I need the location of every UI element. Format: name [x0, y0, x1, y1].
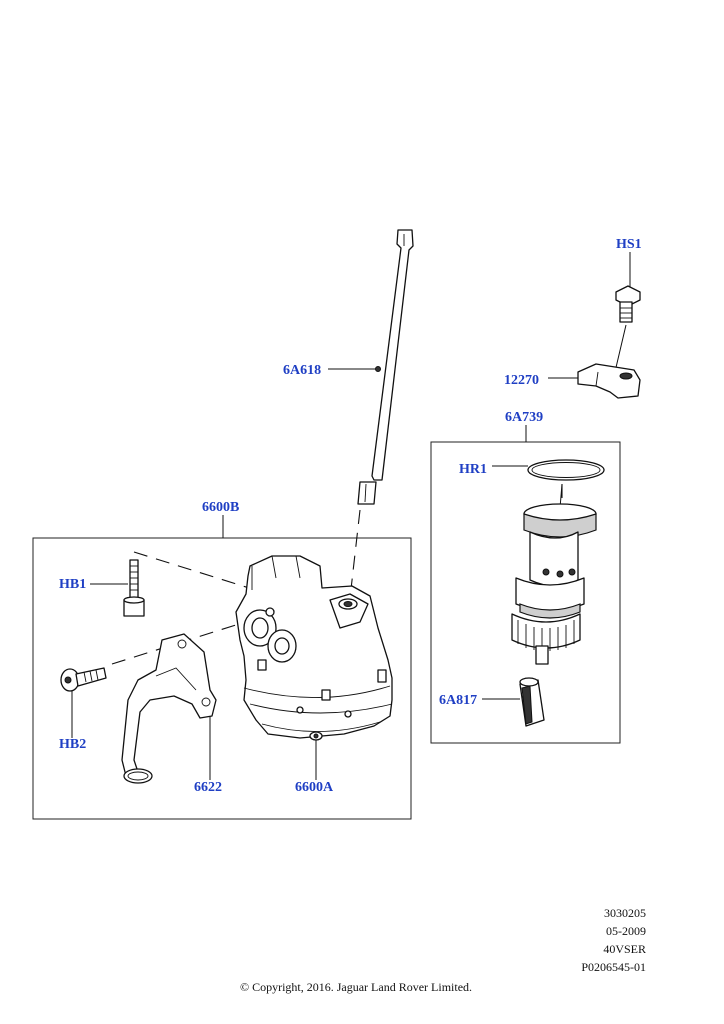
- callout-hr1[interactable]: HR1: [459, 462, 487, 477]
- reference-drawing-id: P0206545-01: [581, 960, 646, 974]
- o-ring-hr1: [527, 459, 605, 481]
- callout-hb2[interactable]: HB2: [59, 737, 86, 752]
- callout-6600b[interactable]: 6600B: [202, 500, 239, 515]
- copyright-notice: © Copyright, 2016. Jaguar Land Rover Lim…: [239, 980, 473, 994]
- reference-date: 05-2009: [606, 924, 646, 938]
- oil-pump-body-6600a: [235, 555, 393, 741]
- callout-6600a[interactable]: 6600A: [295, 780, 334, 795]
- drawing-reference-block: 3030205 05-2009 40VSER P0206545-01: [581, 904, 646, 976]
- drive-assembly-6a739: [511, 503, 597, 665]
- bolt-hb2: [60, 667, 107, 692]
- reference-number: 3030205: [604, 906, 646, 920]
- callout-hb1[interactable]: HB1: [59, 577, 86, 592]
- callout-hs1[interactable]: HS1: [616, 237, 642, 252]
- callout-12270[interactable]: 12270: [504, 373, 539, 388]
- coupling-6a817: [519, 677, 545, 727]
- callout-6a618[interactable]: 6A618: [283, 363, 321, 378]
- bolt-hb1: [123, 559, 145, 617]
- leader-lines: [71, 252, 631, 780]
- bolt-hs1: [615, 285, 641, 323]
- bracket-12270: [577, 363, 641, 399]
- callout-6a817[interactable]: 6A817: [439, 693, 477, 708]
- callout-6a739[interactable]: 6A739: [505, 410, 543, 425]
- pickup-tube-6622: [121, 633, 217, 784]
- reference-model-code: 40VSER: [603, 942, 646, 956]
- callout-6622[interactable]: 6622: [194, 780, 222, 795]
- group-box-6600b: [32, 537, 412, 820]
- drive-shaft-6a618: [357, 229, 414, 505]
